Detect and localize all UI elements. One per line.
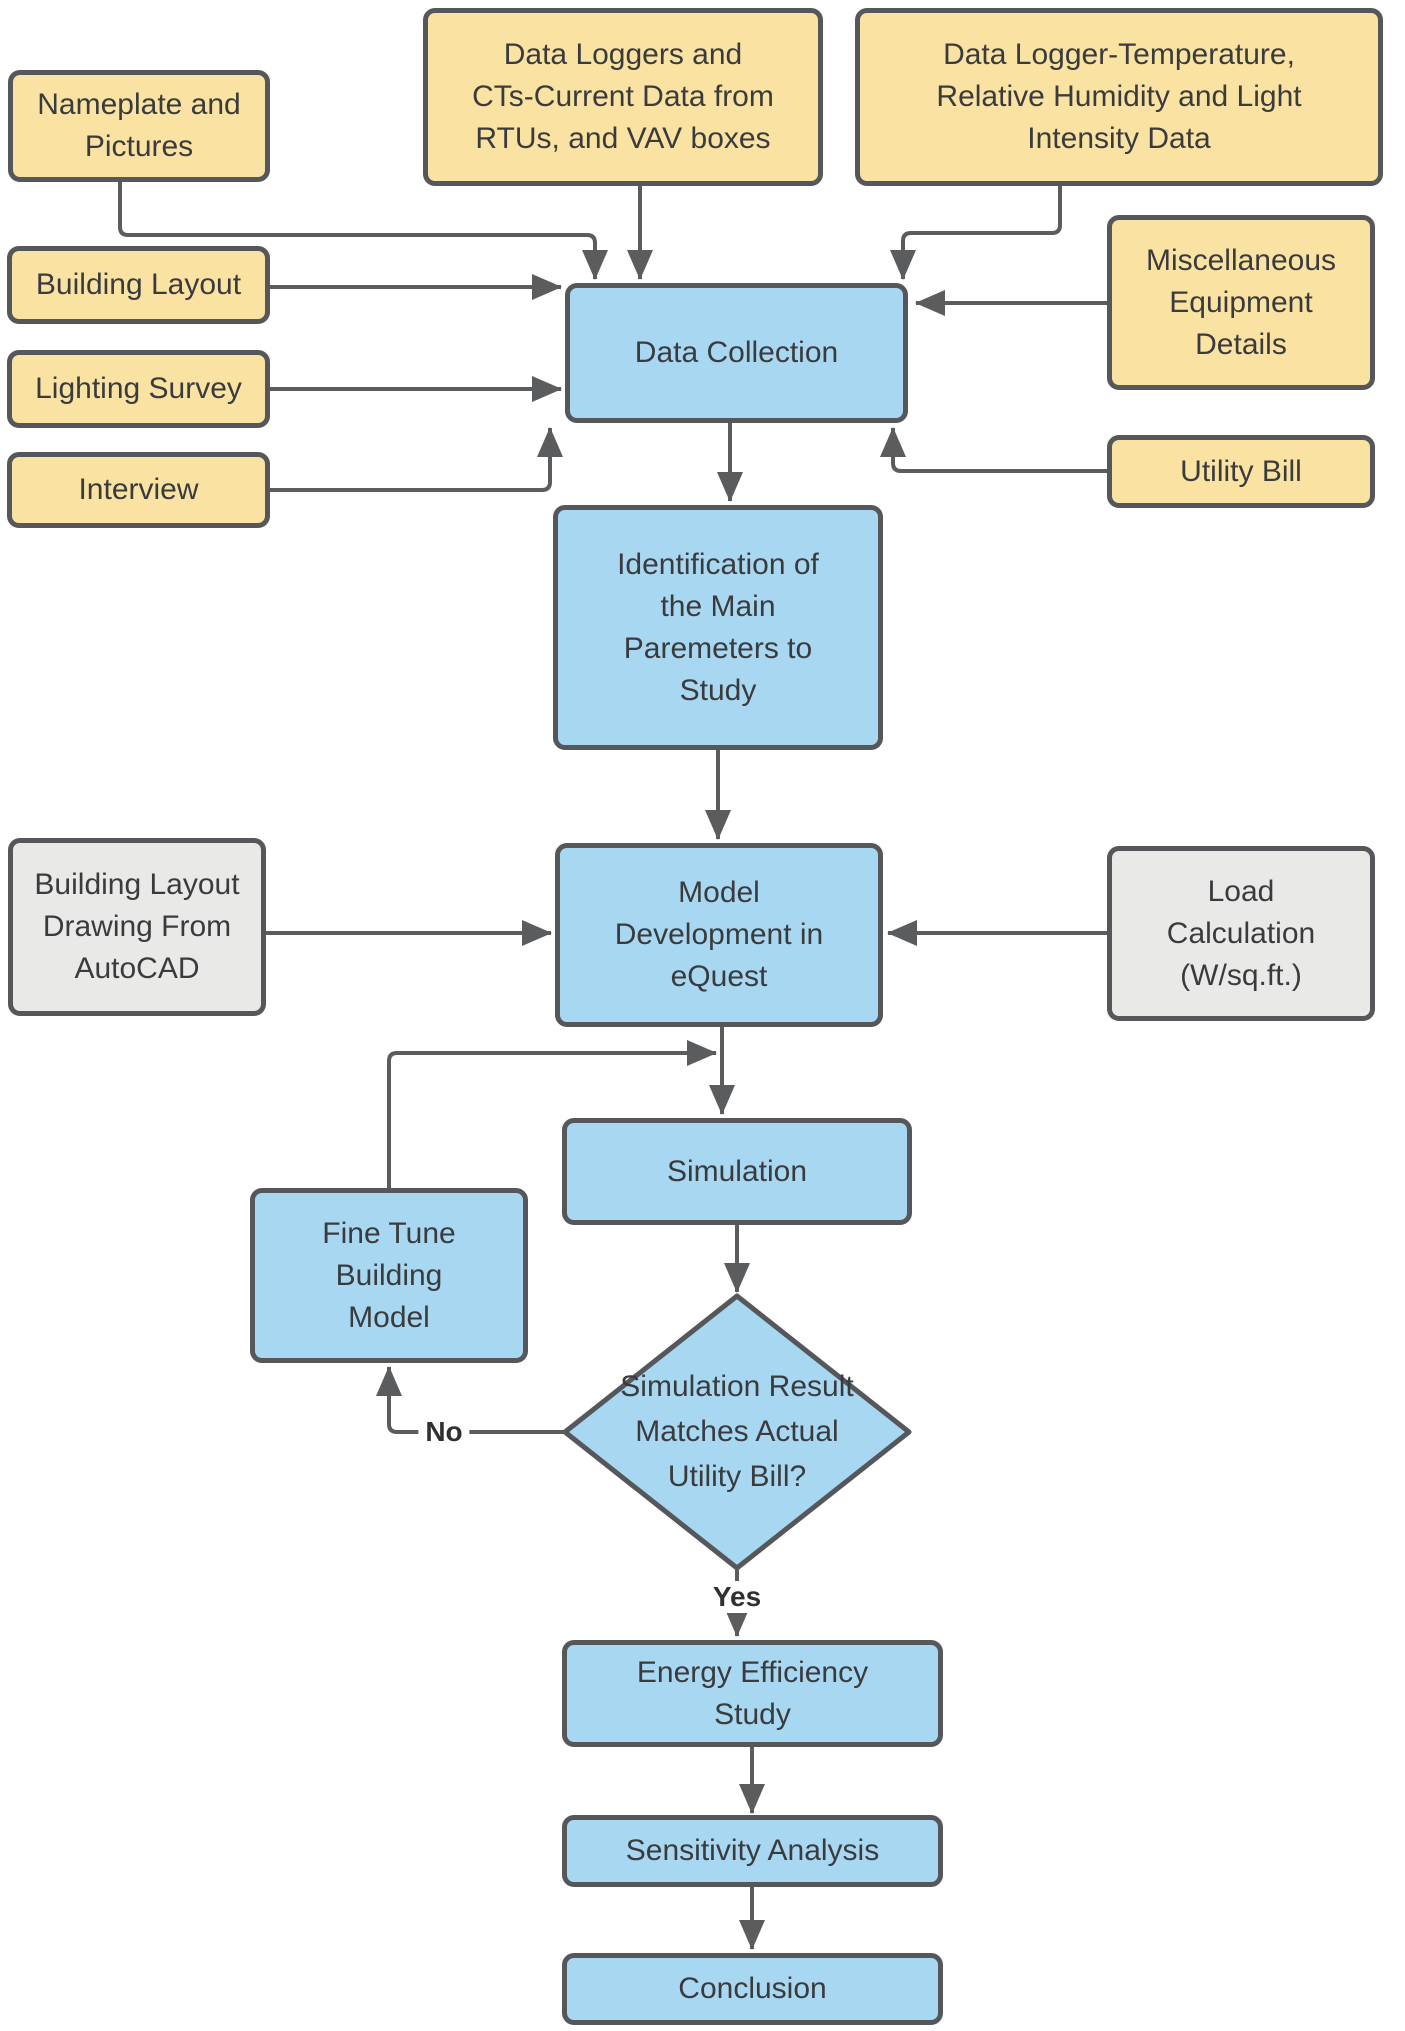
node-identification-of-main-parameters: Identification of the Main Paremeters to… xyxy=(553,505,883,750)
node-energy-efficiency-study: Energy Efficiency Study xyxy=(562,1640,943,1747)
node-decision-simulation-matches-label: Simulation Result Matches Actual Utility… xyxy=(620,1370,854,1493)
node-data-loggers-cts: Data Loggers and CTs-Current Data from R… xyxy=(423,8,823,186)
node-miscellaneous-equipment-details: Miscellaneous Equipment Details xyxy=(1107,215,1375,390)
connector-utility-bill-to-data-collection xyxy=(880,427,1107,473)
node-building-layout-autocad: Building Layout Drawing From AutoCAD xyxy=(8,838,266,1016)
node-building-layout: Building Layout xyxy=(7,246,270,324)
node-nameplate-and-pictures: Nameplate and Pictures xyxy=(8,70,270,182)
node-conclusion: Conclusion xyxy=(562,1953,943,2025)
node-utility-bill: Utility Bill xyxy=(1107,435,1375,508)
node-simulation: Simulation xyxy=(562,1118,912,1225)
node-model-development-equest: Model Development in eQuest xyxy=(555,843,883,1027)
connector-interview-to-data-collection xyxy=(270,427,563,492)
node-load-calculation: Load Calculation (W/sq.ft.) xyxy=(1107,846,1375,1021)
connector-decision-no-to-fine-tune xyxy=(376,1366,565,1434)
node-interview: Interview xyxy=(7,452,270,528)
connector-temp-logger-to-data-collection xyxy=(890,186,1062,280)
node-data-collection: Data Collection xyxy=(565,283,908,423)
node-sensitivity-analysis: Sensitivity Analysis xyxy=(562,1815,943,1887)
node-lighting-survey: Lighting Survey xyxy=(7,350,270,428)
connector-nameplate-to-data-collection xyxy=(118,182,608,280)
node-data-logger-temperature: Data Logger-Temperature, Relative Humidi… xyxy=(855,8,1383,186)
connector-fine-tune-to-simulation-spine xyxy=(387,1040,717,1188)
label-yes: Yes xyxy=(705,1581,769,1613)
label-no: No xyxy=(418,1416,470,1448)
node-fine-tune-building-model: Fine Tune Building Model xyxy=(250,1188,528,1363)
